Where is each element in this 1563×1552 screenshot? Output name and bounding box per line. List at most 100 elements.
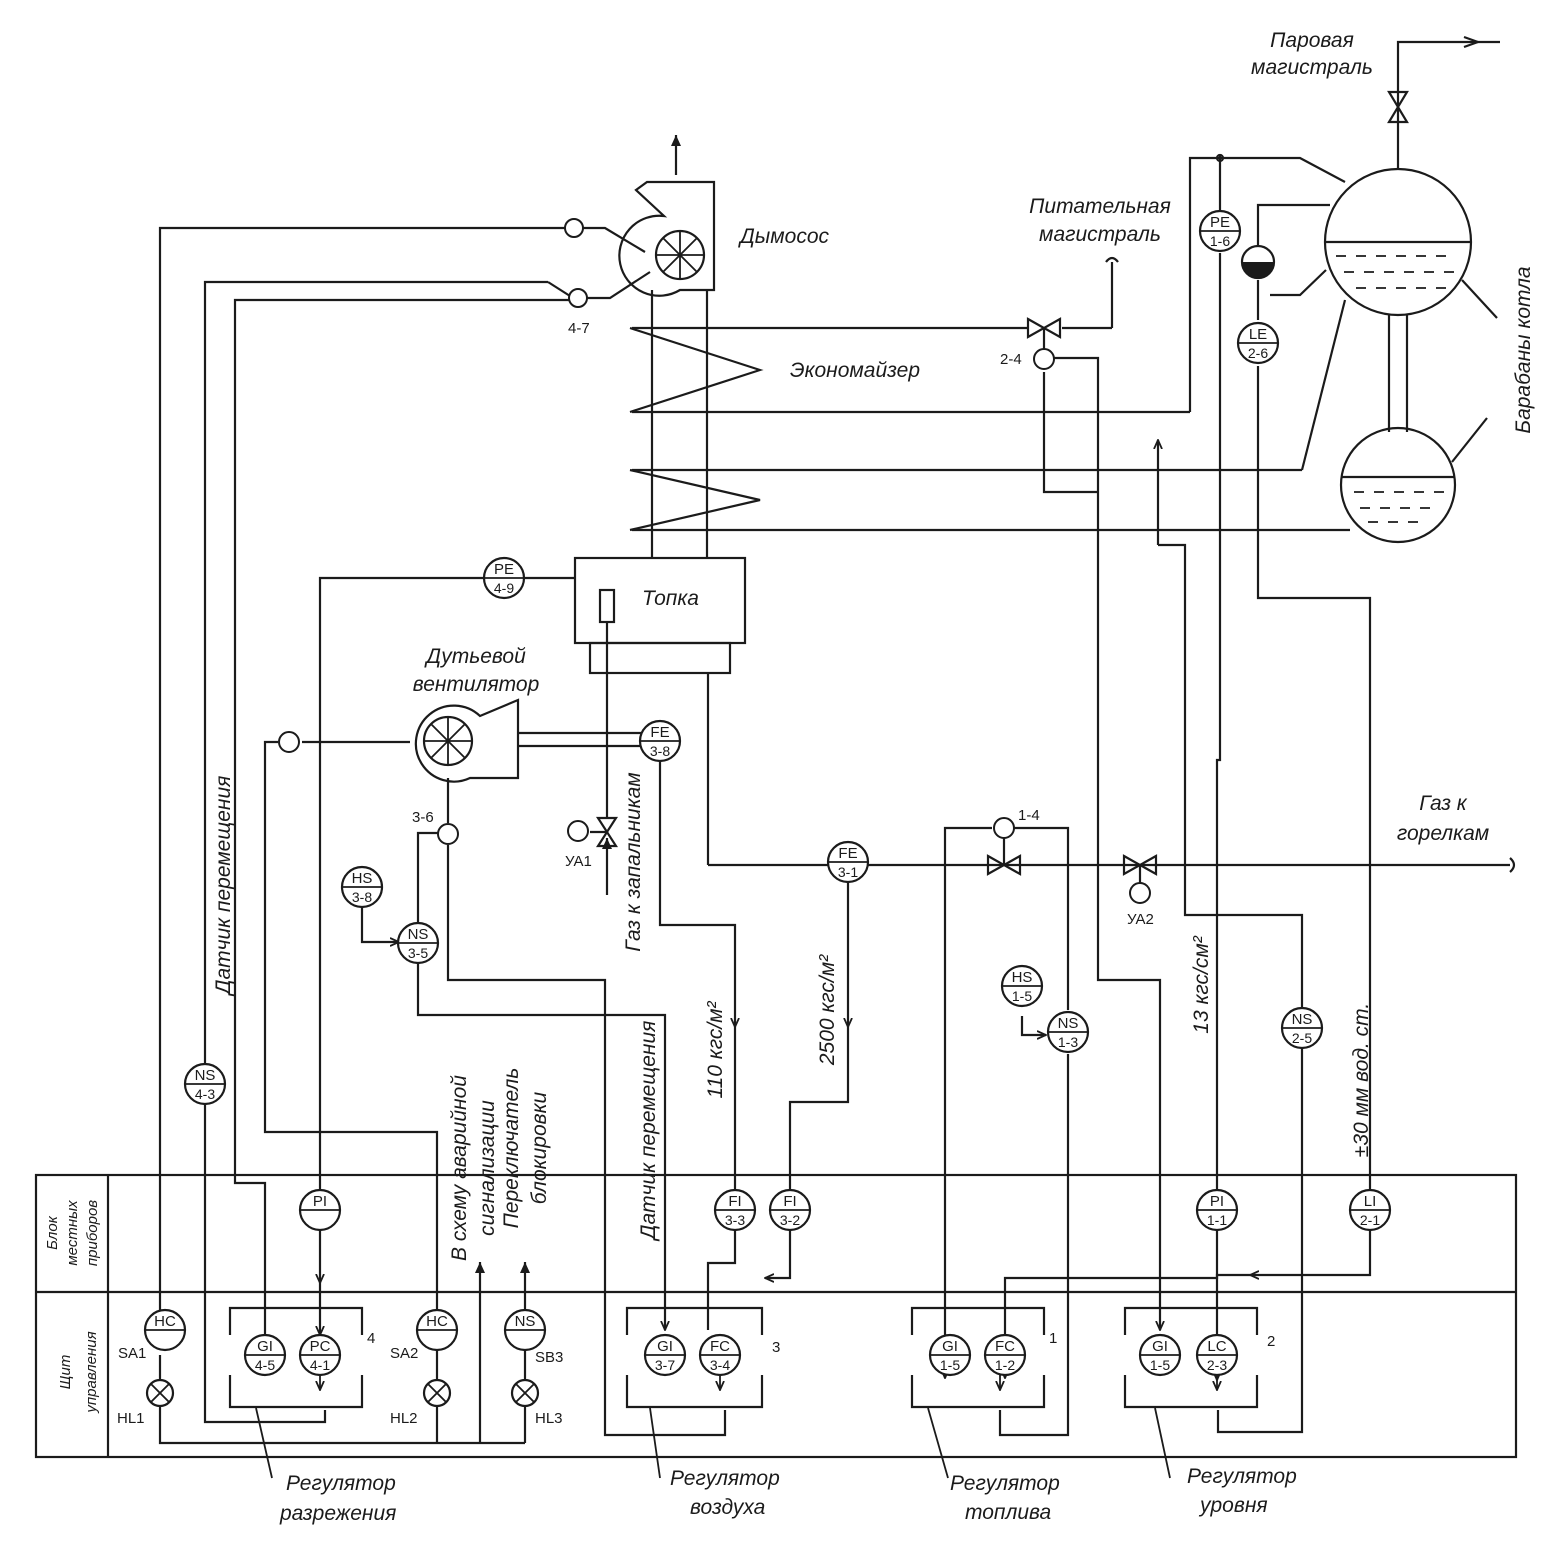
- instrument-gi45-number: 4-5: [255, 1357, 275, 1373]
- instrument-ns35-number: 3-5: [408, 945, 428, 961]
- smoke-exhauster-label: Дымосос: [738, 225, 829, 248]
- instrument-gi45-letters: GI: [257, 1338, 273, 1355]
- instrument-ns_sb3: NS: [503, 1308, 547, 1352]
- lamp-hl1-icon: [145, 1378, 175, 1408]
- regulator-level-1: Регулятор: [1187, 1465, 1297, 1488]
- regulator-fuel-1: Регулятор: [950, 1472, 1060, 1495]
- instrument-fi32-number: 3-2: [780, 1212, 800, 1228]
- instrument-li21-number: 2-1: [1360, 1212, 1380, 1228]
- feed-main-label-1: Питательная: [1029, 195, 1171, 218]
- igniter-gas-line: [590, 622, 619, 895]
- instrument-gi15b-letters: GI: [1152, 1338, 1168, 1355]
- instrument-ns13-number: 1-3: [1058, 1034, 1078, 1050]
- instrument-fe38: FE3-8: [638, 719, 682, 763]
- lamp-hl3-icon: [510, 1378, 540, 1408]
- instrument-hs15-letters: HS: [1012, 969, 1033, 986]
- sa1-label: SA1: [118, 1345, 146, 1362]
- instrument-pe49-letters: PE: [494, 561, 514, 578]
- instrument-fe38-number: 3-8: [650, 743, 670, 759]
- level-30-label: ±30 мм вод. ст.: [1350, 1003, 1373, 1157]
- pos-47-label: 4-7: [568, 320, 590, 337]
- blower-fan-label-2: вентилятор: [413, 673, 540, 696]
- instrument-fc12-letters: FC: [995, 1338, 1015, 1355]
- regulator-air-1: Регулятор: [670, 1467, 780, 1490]
- steam-valve-icon: [1387, 90, 1409, 124]
- pressure-110-label: 110 кгс/м²: [704, 1000, 727, 1098]
- lock-switch-label-1: Переключатель: [500, 1068, 523, 1229]
- panel-local-label-3: приборов: [84, 1200, 101, 1266]
- regulator-brackets: [228, 1306, 1259, 1479]
- instrument-fi32: FI 3-2: [768, 1188, 812, 1232]
- instrument-hc2-letters: HC: [426, 1313, 448, 1330]
- instrument-pi11-letters: PI: [1210, 1193, 1224, 1210]
- instrument-fe31-number: 3-1: [838, 864, 858, 880]
- sb3-label: SB3: [535, 1349, 563, 1366]
- instrument-ns35: NS 3-5: [396, 921, 440, 965]
- instrument-gi37: GI3-7: [643, 1333, 687, 1377]
- instrument-fc34-letters: FC: [710, 1338, 730, 1355]
- regulator-fuel-2: топлива: [965, 1501, 1051, 1524]
- instrument-hs38-letters: HS: [352, 870, 373, 887]
- upper-drum: [1188, 153, 1498, 471]
- instrument-hc1: HC: [143, 1308, 187, 1352]
- instrument-pi_local: PI: [298, 1188, 342, 1232]
- sa2-label: SA2: [390, 1345, 418, 1362]
- instrument-le26-letters: LE: [1249, 326, 1267, 343]
- instrument-ns_sb3-letters: NS: [515, 1313, 536, 1330]
- instrument-pi11-number: 1-1: [1207, 1212, 1227, 1228]
- alarm-circuit-label-1: В схему аварийной: [448, 1075, 471, 1261]
- position-sensor-label-2: Датчик перемещения: [637, 1021, 660, 1242]
- regulator-number-2: 2: [1267, 1333, 1275, 1350]
- alarm-circuit-label-2: сигнализации: [476, 1100, 499, 1236]
- feed-main-label-2: магистраль: [1039, 223, 1161, 246]
- instrument-ns25-letters: NS: [1292, 1011, 1313, 1028]
- instrument-pe16-number: 1-6: [1210, 233, 1230, 249]
- regulator-level-2: уровня: [1198, 1494, 1268, 1517]
- steam-main-label-1: Паровая: [1270, 29, 1354, 52]
- hl1-label: HL1: [117, 1410, 145, 1427]
- economizer-label: Экономайзер: [790, 359, 920, 382]
- regulator-rarefaction-1: Регулятор: [286, 1472, 396, 1495]
- economizer: [629, 256, 1350, 558]
- instrument-fc12-number: 1-2: [995, 1357, 1015, 1373]
- lower-drum: [1339, 417, 1488, 544]
- instrument-fi33: FI3-3: [713, 1188, 757, 1232]
- instrument-ns25-number: 2-5: [1292, 1030, 1312, 1046]
- text-labels: Паровая магистраль Дымосос Питательная м…: [44, 29, 1535, 1525]
- instrument-gi15a-number: 1-5: [940, 1357, 960, 1373]
- instrument-ns43-number: 4-3: [195, 1086, 215, 1102]
- instrument-ns13: NS1-3: [1046, 1010, 1090, 1054]
- panel-local-label-1: Блок: [44, 1215, 61, 1250]
- ya1-label: УА1: [565, 853, 592, 870]
- pressure-2500-label: 2500 кгс/м²: [816, 954, 839, 1066]
- instrument-hc2: HC: [415, 1308, 459, 1352]
- instrument-fi33-number: 3-3: [725, 1212, 745, 1228]
- instrument-fi32-letters: FI: [783, 1193, 796, 1210]
- instrument-hc1-letters: HC: [154, 1313, 176, 1330]
- blower-fan-label-1: Дутьевой: [424, 645, 526, 668]
- instrument-gi37-number: 3-7: [655, 1357, 675, 1373]
- panel-local-label-2: местных: [64, 1200, 81, 1266]
- level-glass-fill: [1242, 262, 1274, 278]
- lamp-hl2-icon: [422, 1378, 452, 1408]
- instrument-lc23-letters: LC: [1207, 1338, 1226, 1355]
- signal-lamps: [145, 1378, 540, 1408]
- instrument-gi15a-letters: GI: [942, 1338, 958, 1355]
- instrument-le26-number: 2-6: [1248, 345, 1268, 361]
- pos-36-label: 3-6: [412, 809, 434, 826]
- instrument-lc23-number: 2-3: [1207, 1357, 1227, 1373]
- regulator-number-4: 4: [367, 1330, 375, 1347]
- ya2-label: УА2: [1127, 911, 1154, 928]
- signal-lines: [158, 155, 1372, 1445]
- gas-burners-label-2: горелкам: [1397, 822, 1489, 845]
- smoke-exhauster: [618, 135, 716, 297]
- instrument-ns35-letters: NS: [408, 926, 429, 943]
- instrument-le26: LE 2-6: [1236, 321, 1280, 365]
- instrument-gi15a: GI 1-5: [928, 1333, 972, 1377]
- instrument-hs15-number: 1-5: [1012, 988, 1032, 1004]
- pressure-13-label: 13 кгс/см²: [1190, 935, 1213, 1033]
- lock-switch-label-2: блокировки: [528, 1091, 551, 1204]
- instrument-ns43: NS4-3: [183, 1062, 227, 1106]
- drums-label: Барабаны котла: [1512, 266, 1535, 433]
